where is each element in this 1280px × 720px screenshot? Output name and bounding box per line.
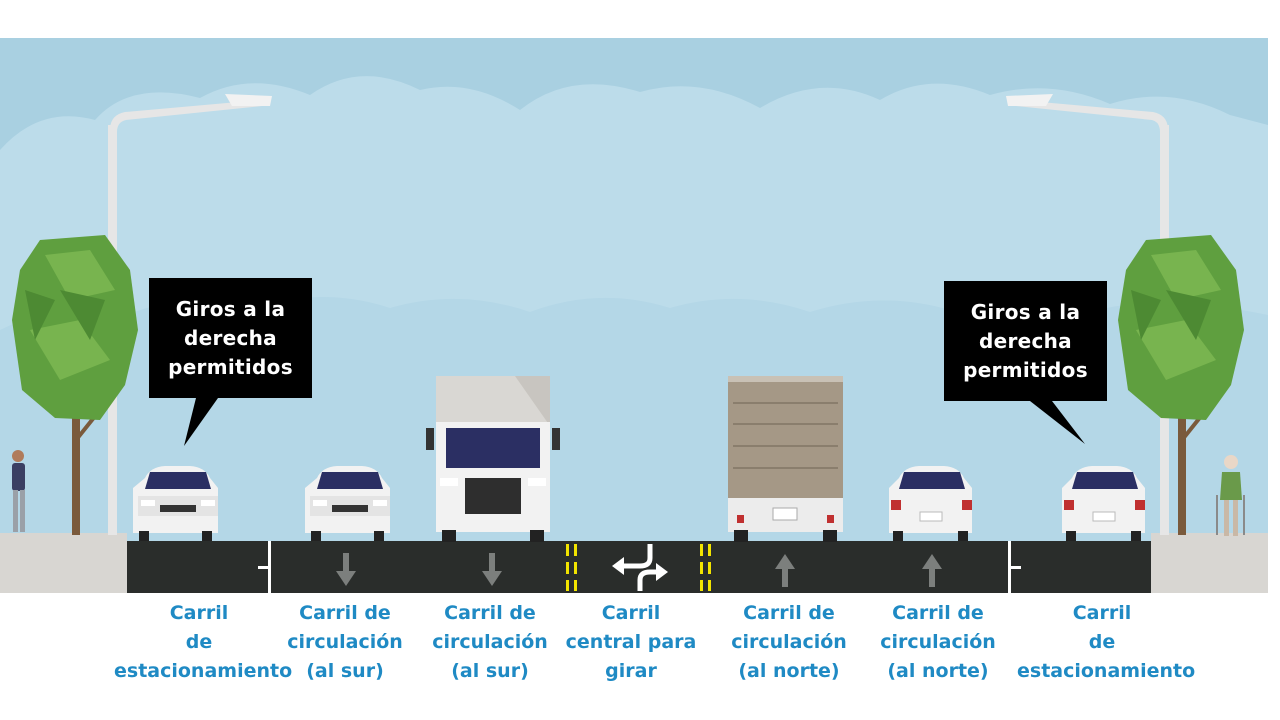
lane-label-southbound-1: Carril de circulación (al sur) — [260, 599, 430, 686]
lane-markings — [258, 541, 1021, 593]
callout-line: permitidos — [963, 357, 1088, 382]
lane-label-parking-left: Carril de estacionamiento — [114, 599, 293, 686]
left-tree — [12, 235, 138, 535]
callout-tail-right — [1030, 401, 1085, 444]
callout-right-turn-left: Giros a la derecha permitidos — [149, 278, 312, 398]
lane-label-center-turn: Carril central para girar — [546, 599, 716, 686]
callout-line: permitidos — [168, 354, 293, 379]
lane-label-line: (al norte) — [887, 660, 989, 682]
car-northbound — [889, 466, 972, 541]
lane-label-line: Carril de — [444, 602, 536, 624]
lane-label-line: Carril — [601, 602, 661, 624]
lane-label-line: estacionamiento — [1017, 660, 1196, 682]
pedestrian-left — [12, 450, 25, 532]
truck-southbound — [426, 376, 560, 542]
down-arrow-icon — [482, 553, 502, 586]
lane-label-line: circulación — [287, 631, 403, 653]
right-tree — [1118, 235, 1244, 535]
lane-label-line: Carril — [169, 602, 229, 624]
pedestrian-right — [1216, 455, 1245, 536]
lane-label-line: Carril de — [743, 602, 835, 624]
lane-label-line: (al sur) — [451, 660, 529, 682]
truck-northbound — [728, 376, 843, 542]
callout-right-turn-right: Giros a la derecha permitidos — [944, 281, 1107, 401]
lane-label-line: Carril de — [299, 602, 391, 624]
lane-label-line: circulación — [880, 631, 996, 653]
lane-label-line: circulación — [731, 631, 847, 653]
right-sidewalk — [1151, 533, 1268, 593]
callout-tail-left — [184, 398, 218, 446]
median-lines — [566, 544, 711, 591]
callout-line: Giros a la — [175, 296, 286, 321]
callout-line: derecha — [978, 328, 1072, 353]
up-arrow-icon — [775, 554, 795, 587]
lane-label-parking-right: Carril de estacionamiento — [1017, 599, 1196, 686]
parked-car-right — [1062, 466, 1145, 541]
lane-label-northbound-1: Carril de circulación (al norte) — [704, 599, 874, 686]
lane-label-line: de — [1088, 631, 1116, 653]
lane-label-line: central para — [565, 631, 697, 653]
lane-label-line: de — [185, 631, 213, 653]
lane-label-southbound-2: Carril de circulación (al sur) — [405, 599, 575, 686]
callout-line: Giros a la — [970, 299, 1081, 324]
down-arrow-icon — [336, 553, 356, 586]
lane-label-line: (al norte) — [738, 660, 840, 682]
lane-label-northbound-2: Carril de circulación (al norte) — [853, 599, 1023, 686]
lane-label-line: girar — [605, 660, 657, 682]
turn-arrow-heads — [612, 557, 668, 581]
two-way-turn-arrow-icon — [622, 544, 660, 591]
lane-label-line: circulación — [432, 631, 548, 653]
car-southbound — [305, 466, 390, 541]
lane-label-line: estacionamiento — [114, 660, 293, 682]
left-sidewalk — [0, 533, 127, 593]
up-arrow-icon — [922, 554, 942, 587]
callout-line: derecha — [183, 325, 277, 350]
parked-car-left — [133, 466, 218, 541]
lane-label-line: Carril de — [892, 602, 984, 624]
lane-label-line: (al sur) — [306, 660, 384, 682]
lane-label-line: Carril — [1072, 602, 1132, 624]
